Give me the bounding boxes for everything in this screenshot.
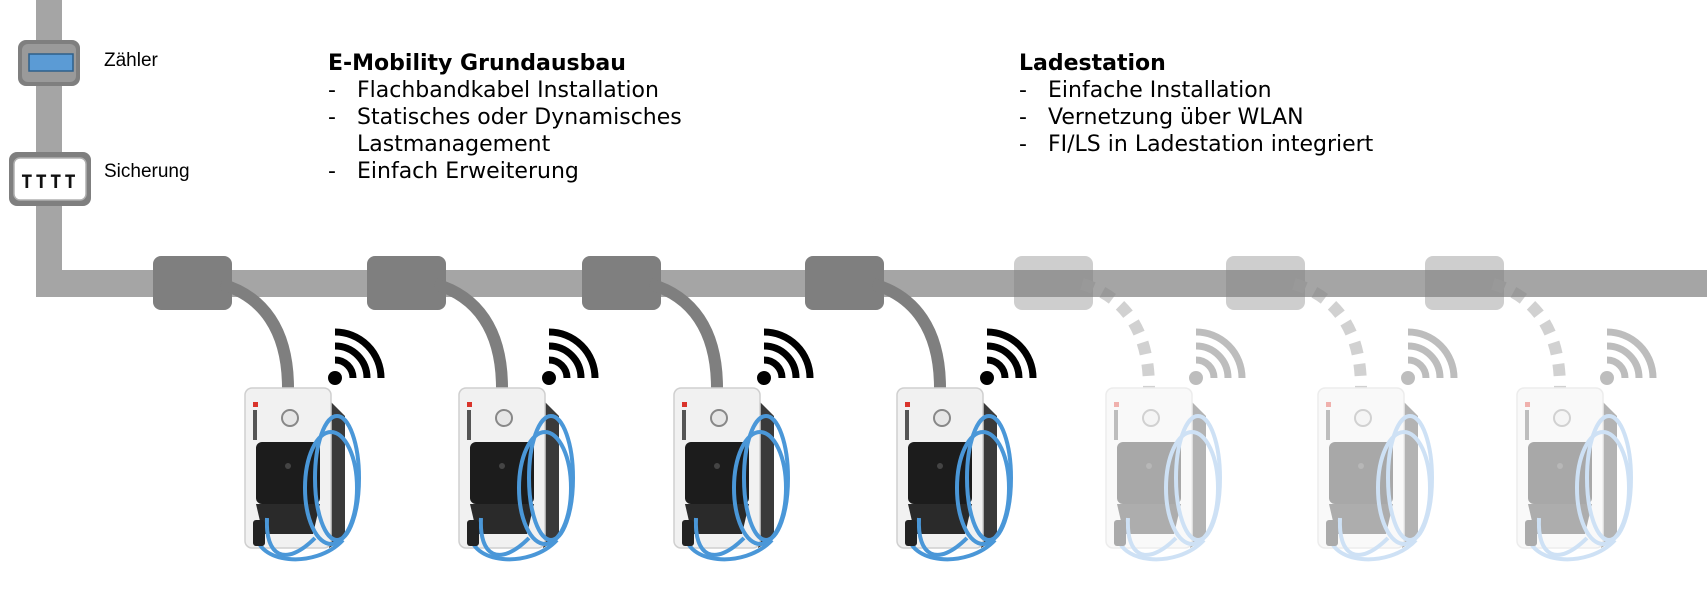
list-item: -Einfache Installation xyxy=(1019,78,1272,103)
list-item: -FI/LS in Ladestation integriert xyxy=(1019,132,1374,157)
drop-cable xyxy=(433,278,508,389)
ladestation-block: Ladestation -Einfache Installation -Vern… xyxy=(1019,50,1479,158)
charging-station xyxy=(582,256,814,562)
list-item: -Statisches oder Dynamisches Lastmanagem… xyxy=(328,105,682,157)
drop-cable xyxy=(1491,278,1566,389)
wallbox-charger-icon xyxy=(1105,387,1206,549)
drop-cable xyxy=(1292,278,1367,389)
wifi-icon xyxy=(980,328,1037,385)
drop-cable xyxy=(219,278,294,389)
charging-station xyxy=(367,256,599,562)
wifi-icon xyxy=(328,328,385,385)
drop-cable xyxy=(871,278,946,389)
wallbox-charger-icon xyxy=(1317,387,1418,549)
plug-icon xyxy=(1114,520,1126,546)
grundausbau-list: -Flachbandkabel Installation -Statisches… xyxy=(328,77,748,185)
flatband-connector xyxy=(1425,256,1504,310)
list-item: -Flachbandkabel Installation xyxy=(328,78,659,103)
charging-cable xyxy=(1115,414,1222,562)
ladestation-title: Ladestation xyxy=(1019,51,1166,76)
drop-cable xyxy=(1080,278,1155,389)
drop-cable xyxy=(648,278,723,389)
list-item: -Vernetzung über WLAN xyxy=(1019,105,1304,130)
plug-icon xyxy=(1525,520,1537,546)
plug-icon xyxy=(253,520,265,546)
fuse-icon: TTTT xyxy=(9,152,91,206)
charging-station xyxy=(1226,256,1458,562)
fuse-symbol: TTTT xyxy=(21,171,79,193)
charging-station xyxy=(1425,256,1657,562)
stations-layer xyxy=(153,256,1657,562)
meter-label: Zähler xyxy=(104,50,158,71)
flatband-connector xyxy=(805,256,884,310)
flatband-connector xyxy=(582,256,661,310)
charging-cable xyxy=(1526,414,1633,562)
wifi-icon xyxy=(542,328,599,385)
flatband-connector xyxy=(1014,256,1093,310)
wifi-icon xyxy=(1189,328,1246,385)
ladestation-list: -Einfache Installation -Vernetzung über … xyxy=(1019,77,1479,158)
plug-icon xyxy=(1326,520,1338,546)
charging-station xyxy=(805,256,1037,562)
grundausbau-block: E-Mobility Grundausbau -Flachbandkabel I… xyxy=(328,50,748,185)
wallbox-charger-icon xyxy=(1516,387,1617,549)
flatband-connector xyxy=(1226,256,1305,310)
charging-cable xyxy=(1327,414,1434,562)
plug-icon xyxy=(682,520,694,546)
charging-station xyxy=(1014,256,1246,562)
wallbox-charger-icon xyxy=(244,387,345,549)
charging-station xyxy=(153,256,385,562)
wifi-icon xyxy=(1401,328,1458,385)
wifi-icon xyxy=(1600,328,1657,385)
wifi-icon xyxy=(757,328,814,385)
grundausbau-title: E-Mobility Grundausbau xyxy=(328,51,626,76)
meter-icon xyxy=(18,40,80,86)
charging-cable xyxy=(254,414,361,562)
flatband-connector xyxy=(153,256,232,310)
wallbox-charger-icon xyxy=(896,387,997,549)
flatband-connector xyxy=(367,256,446,310)
plug-icon xyxy=(467,520,479,546)
plug-icon xyxy=(905,520,917,546)
fuse-label: Sicherung xyxy=(104,161,190,182)
list-item: -Einfach Erweiterung xyxy=(328,159,579,184)
